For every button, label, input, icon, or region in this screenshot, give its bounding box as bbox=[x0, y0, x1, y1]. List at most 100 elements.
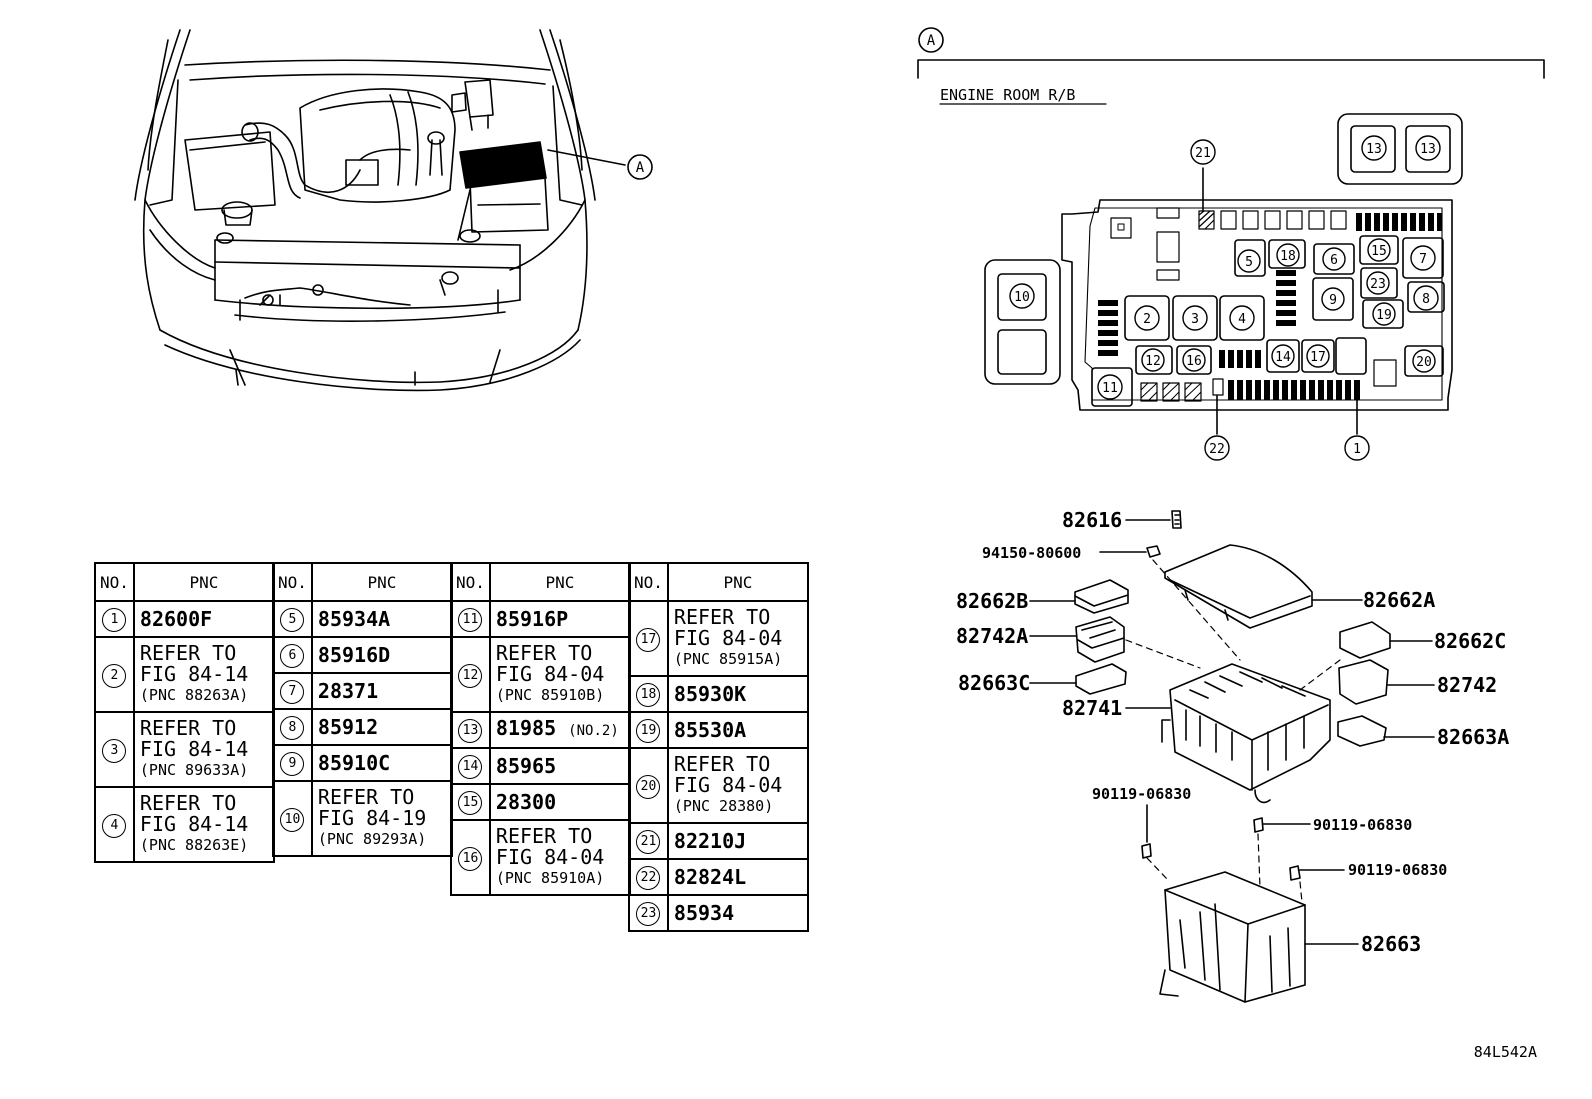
block-num: 18 bbox=[1280, 249, 1296, 264]
block-num: 6 bbox=[1330, 253, 1338, 268]
block-num: 11 bbox=[1102, 381, 1118, 396]
ref-line: REFER TO bbox=[673, 752, 771, 776]
block-num: 13 bbox=[1420, 142, 1436, 157]
pnc-value: 85910C bbox=[310, 744, 453, 782]
pnc-value: 85934 bbox=[666, 894, 809, 932]
row-number: 7 bbox=[280, 680, 305, 704]
pnc-value: 85916P bbox=[488, 600, 631, 638]
ref-line: REFER TO bbox=[139, 716, 237, 740]
part-label: 82662B bbox=[956, 589, 1028, 613]
header-no: NO. bbox=[94, 562, 135, 602]
ref-line: REFER TO bbox=[495, 824, 593, 848]
part-label: 82742A bbox=[956, 624, 1028, 648]
row-number: 22 bbox=[636, 866, 661, 890]
pnc-value: 85930K bbox=[666, 675, 809, 713]
block-num: 21 bbox=[1195, 146, 1211, 161]
pnc-value: 82600F bbox=[132, 600, 275, 638]
part-label: 82616 bbox=[1062, 508, 1122, 532]
part-label: 82662C bbox=[1434, 629, 1506, 653]
block-num: 1 bbox=[1353, 442, 1361, 457]
row-number: 19 bbox=[636, 719, 661, 743]
header-pnc: PNC bbox=[666, 562, 809, 602]
callout-a-engine: A bbox=[636, 160, 645, 176]
row-number: 21 bbox=[636, 830, 661, 854]
block-num: 9 bbox=[1329, 293, 1337, 308]
block-num: 8 bbox=[1422, 292, 1430, 307]
pnc-value: 82210J bbox=[666, 822, 809, 860]
row-number: 2 bbox=[102, 663, 127, 688]
block-num: 2 bbox=[1143, 312, 1151, 327]
ref-line: FIG 84-14 bbox=[139, 737, 249, 761]
part-label: 94150-80600 bbox=[982, 544, 1081, 562]
block-num: 15 bbox=[1371, 244, 1387, 259]
row-number: 8 bbox=[280, 716, 305, 740]
part-number-labels: 82616 94150-80600 82662B 82662A 82742A 8… bbox=[956, 508, 1509, 956]
ref-line: FIG 84-19 bbox=[317, 806, 427, 830]
part-label: 90119-06830 bbox=[1313, 816, 1412, 834]
block-num: 12 bbox=[1145, 354, 1161, 369]
row-number: 10 bbox=[280, 807, 305, 832]
ref-line: (PNC 89293A) bbox=[317, 830, 427, 848]
ref-line: FIG 84-14 bbox=[139, 662, 249, 686]
block-num: 5 bbox=[1245, 255, 1253, 270]
block-num: 4 bbox=[1238, 312, 1246, 327]
relay-block-section bbox=[917, 27, 1545, 435]
row-number: 20 bbox=[636, 774, 661, 799]
row-number: 1 bbox=[102, 608, 127, 632]
pnc-value: 85916D bbox=[310, 636, 453, 674]
pnc-note: (NO.2) bbox=[568, 723, 619, 739]
row-number: 5 bbox=[280, 608, 305, 632]
part-label: 82662A bbox=[1363, 588, 1435, 612]
header-pnc: PNC bbox=[132, 562, 275, 602]
row-number: 9 bbox=[280, 752, 305, 776]
ref-line: FIG 84-04 bbox=[495, 845, 605, 869]
ref-line: (PNC 88263E) bbox=[139, 836, 249, 854]
row-number: 11 bbox=[458, 608, 483, 632]
exploded-parts-drawing bbox=[1029, 510, 1435, 1003]
figure-code: 84L542A bbox=[1474, 1043, 1537, 1061]
ref-line: FIG 84-04 bbox=[673, 626, 783, 650]
ref-line: REFER TO bbox=[139, 641, 237, 665]
part-label: 82663C bbox=[958, 671, 1030, 695]
block-num: 16 bbox=[1186, 354, 1202, 369]
row-number: 13 bbox=[458, 719, 483, 743]
row-number: 3 bbox=[102, 738, 127, 763]
header-no: NO. bbox=[628, 562, 669, 602]
ref-line: (PNC 89633A) bbox=[139, 761, 249, 779]
header-pnc: PNC bbox=[310, 562, 453, 602]
block-num: 10 bbox=[1014, 290, 1030, 305]
ref-line: FIG 84-14 bbox=[139, 812, 249, 836]
relay-block-title: ENGINE ROOM R/B bbox=[940, 86, 1075, 104]
ref-line: REFER TO bbox=[495, 641, 593, 665]
block-num: 20 bbox=[1416, 355, 1432, 370]
ref-line: REFER TO bbox=[139, 791, 237, 815]
ref-line: FIG 84-04 bbox=[495, 662, 605, 686]
row-number: 15 bbox=[458, 791, 483, 815]
part-label: 82663A bbox=[1437, 725, 1509, 749]
block-num: 3 bbox=[1191, 312, 1199, 327]
ref-line: REFER TO bbox=[317, 785, 415, 809]
row-number: 16 bbox=[458, 846, 483, 871]
part-label: 90119-06830 bbox=[1348, 861, 1447, 879]
pnc-value: 28371 bbox=[310, 672, 453, 710]
ref-line: REFER TO bbox=[673, 605, 771, 629]
block-num: 22 bbox=[1209, 442, 1225, 457]
row-number: 23 bbox=[636, 902, 661, 926]
pnc-value: 85530A bbox=[666, 711, 809, 749]
pnc-value: 85934A bbox=[310, 600, 453, 638]
block-num: 14 bbox=[1275, 350, 1291, 365]
ref-line: FIG 84-04 bbox=[673, 773, 783, 797]
ref-line: (PNC 88263A) bbox=[139, 686, 249, 704]
block-num: 23 bbox=[1370, 277, 1386, 292]
ref-line: (PNC 85915A) bbox=[673, 650, 783, 668]
ref-line: (PNC 85910A) bbox=[495, 869, 605, 887]
row-number: 14 bbox=[458, 755, 483, 779]
row-number: 12 bbox=[458, 663, 483, 688]
block-num: 7 bbox=[1419, 252, 1427, 267]
block-num: 19 bbox=[1376, 308, 1392, 323]
